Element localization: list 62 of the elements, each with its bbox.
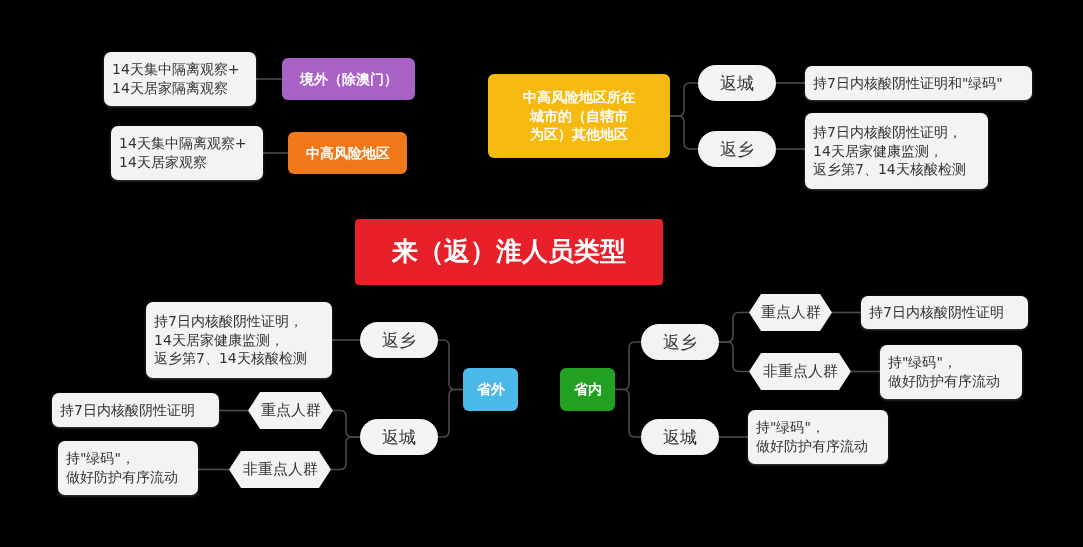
note-box bbox=[146, 302, 332, 378]
node-text: 非重点人群 bbox=[242, 459, 318, 480]
node-text: 省外 bbox=[476, 380, 505, 399]
connector-line bbox=[850, 370, 881, 373]
node-text: 14天集中隔离观察+14天居家观察 bbox=[119, 134, 247, 172]
node-text: 中高风险地区 bbox=[305, 143, 390, 163]
node-text: 返城 bbox=[720, 71, 754, 95]
node-text: 持7日内核酸阴性证明，14天居家健康监测，返乡第7、14天核酸检测 bbox=[154, 311, 307, 369]
note-box bbox=[880, 345, 1022, 399]
category-box bbox=[560, 368, 615, 411]
connector-line bbox=[437, 388, 464, 438]
note-box bbox=[805, 113, 988, 189]
node-text: 中高风险地区所在城市的（自辖市为区）其他地区 bbox=[522, 87, 636, 145]
note-box bbox=[58, 441, 198, 495]
connector-line bbox=[331, 339, 361, 341]
connector-line bbox=[197, 468, 230, 471]
node-text: 重点人群 bbox=[260, 400, 321, 421]
category-box bbox=[463, 368, 518, 411]
note-box bbox=[104, 52, 256, 106]
node-text: 持7日内核酸阴性证明 bbox=[60, 400, 195, 420]
node-text: 重点人群 bbox=[760, 302, 821, 323]
category-box bbox=[488, 74, 670, 158]
branch-pill bbox=[360, 419, 438, 455]
note-box bbox=[861, 296, 1028, 329]
category-box bbox=[282, 58, 415, 100]
node-text: 持7日内核酸阴性证明，14天居家健康监测，返乡第7、14天核酸检测 bbox=[813, 122, 966, 180]
connector-line bbox=[718, 436, 749, 438]
connector-line bbox=[775, 148, 806, 150]
node-text: 省内 bbox=[573, 380, 602, 399]
title-banner bbox=[355, 219, 663, 285]
connector-line bbox=[718, 341, 750, 373]
node-text: 境外（除澳门） bbox=[299, 69, 398, 89]
node-text: 持"绿码"，做好防护有序流动 bbox=[888, 353, 1000, 391]
note-box bbox=[52, 393, 219, 427]
connector-line bbox=[775, 82, 806, 84]
node-text: 返城 bbox=[663, 425, 697, 449]
node-text: 持7日内核酸阴性证明 bbox=[869, 303, 1004, 322]
branch-pill bbox=[641, 419, 719, 455]
connector-line bbox=[262, 152, 289, 154]
connector-line bbox=[255, 78, 283, 80]
connector-line bbox=[831, 311, 862, 314]
category-box bbox=[288, 132, 407, 174]
node-text: 返乡 bbox=[720, 137, 754, 161]
connector-line bbox=[614, 388, 642, 438]
connector-line bbox=[330, 436, 361, 471]
connector-line bbox=[218, 409, 249, 412]
node-text: 持"绿码"，做好防护有序流动 bbox=[756, 418, 868, 456]
branch-pill bbox=[698, 65, 776, 101]
node-text: 持"绿码"，做好防护有序流动 bbox=[66, 449, 178, 487]
node-text: 返乡 bbox=[663, 330, 697, 354]
node-text: 返乡 bbox=[382, 328, 416, 352]
note-box bbox=[805, 66, 1032, 100]
branch-pill bbox=[641, 324, 719, 360]
node-text: 14天集中隔离观察+14天居家隔离观察 bbox=[112, 60, 240, 98]
node-text: 来（返）淮人员类型 bbox=[392, 235, 626, 269]
node-text: 持7日内核酸阴性证明和"绿码" bbox=[813, 73, 1003, 93]
note-box bbox=[748, 410, 888, 464]
node-text: 返城 bbox=[382, 425, 416, 449]
branch-pill bbox=[698, 131, 776, 167]
branch-pill bbox=[360, 322, 438, 358]
note-box bbox=[111, 126, 263, 180]
node-text: 非重点人群 bbox=[762, 361, 838, 382]
